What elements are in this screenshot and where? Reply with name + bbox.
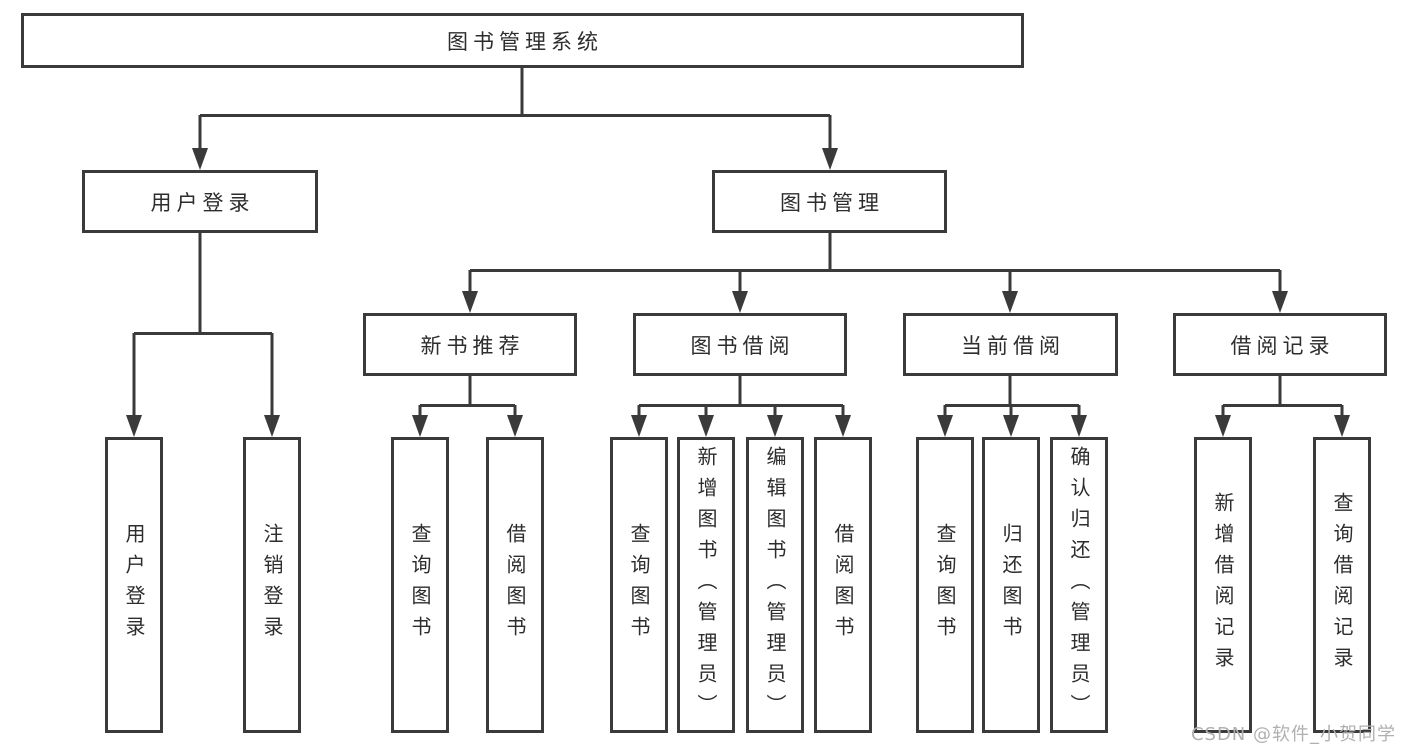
leaf-label: 注销登录: [260, 523, 284, 647]
connector-book-management-to-level3: [462, 233, 1288, 313]
connector-user-login-to-leaves: [126, 233, 280, 437]
node-label: 借阅记录: [1230, 333, 1335, 358]
leaf-add-borrow-record: 新增借阅记录: [1194, 437, 1252, 733]
leaf-label: 归还图书: [999, 523, 1023, 647]
node-user-login: 用户登录: [82, 170, 318, 233]
leaf-query-books-recommend: 查询图书: [391, 437, 449, 733]
leaf-label: 借阅图书: [831, 523, 855, 647]
leaf-query-books-current: 查询图书: [916, 437, 974, 733]
leaf-label: 新增借阅记录: [1211, 492, 1235, 678]
watermark: CSDN @软件_小贺同学: [1190, 724, 1396, 745]
leaf-label: 编辑图书（管理员）: [763, 445, 787, 725]
leaf-label: 借阅图书: [503, 523, 527, 647]
connector-book-borrow-to-leaves: [631, 376, 851, 437]
node-label: 当前借阅: [961, 333, 1065, 358]
connector-borrow-records-to-leaves: [1215, 376, 1350, 437]
leaf-return-books: 归还图书: [982, 437, 1040, 733]
node-current-borrow: 当前借阅: [903, 313, 1118, 376]
leaf-query-borrow-record: 查询借阅记录: [1313, 437, 1371, 733]
node-label: 用户登录: [150, 190, 255, 215]
leaf-label: 查询图书: [627, 523, 651, 647]
leaf-add-books-admin: 新增图书（管理员）: [677, 437, 735, 733]
leaf-label: 确认归还（管理员）: [1067, 445, 1091, 725]
node-label: 图书管理: [780, 190, 884, 215]
leaf-label: 查询借阅记录: [1330, 492, 1354, 678]
leaf-query-books-borrow: 查询图书: [610, 437, 668, 733]
leaf-logout: 注销登录: [243, 437, 301, 733]
connector-root-to-level2: [192, 68, 838, 170]
node-library-system: 图书管理系统: [21, 13, 1024, 68]
node-new-book-recommend: 新书推荐: [363, 313, 577, 376]
node-label: 图书借阅: [690, 333, 795, 358]
leaf-label: 查询图书: [933, 523, 957, 647]
node-label: 新书推荐: [420, 333, 525, 358]
leaf-edit-books-admin: 编辑图书（管理员）: [746, 437, 804, 733]
leaf-label: 用户登录: [122, 523, 146, 647]
node-borrow-records: 借阅记录: [1173, 313, 1387, 376]
leaf-user-login: 用户登录: [105, 437, 163, 733]
connector-current-borrow-to-leaves: [937, 376, 1087, 437]
leaf-borrow-books-recommend: 借阅图书: [486, 437, 544, 733]
connector-new-book-recommend-to-leaves: [412, 376, 523, 437]
node-book-management: 图书管理: [712, 170, 947, 233]
leaf-label: 查询图书: [408, 523, 432, 647]
leaf-borrow-books: 借阅图书: [814, 437, 872, 733]
node-book-borrow: 图书借阅: [633, 313, 847, 376]
leaf-label: 新增图书（管理员）: [694, 445, 718, 725]
leaf-confirm-return-admin: 确认归还（管理员）: [1050, 437, 1108, 733]
node-label: 图书管理系统: [447, 29, 603, 54]
